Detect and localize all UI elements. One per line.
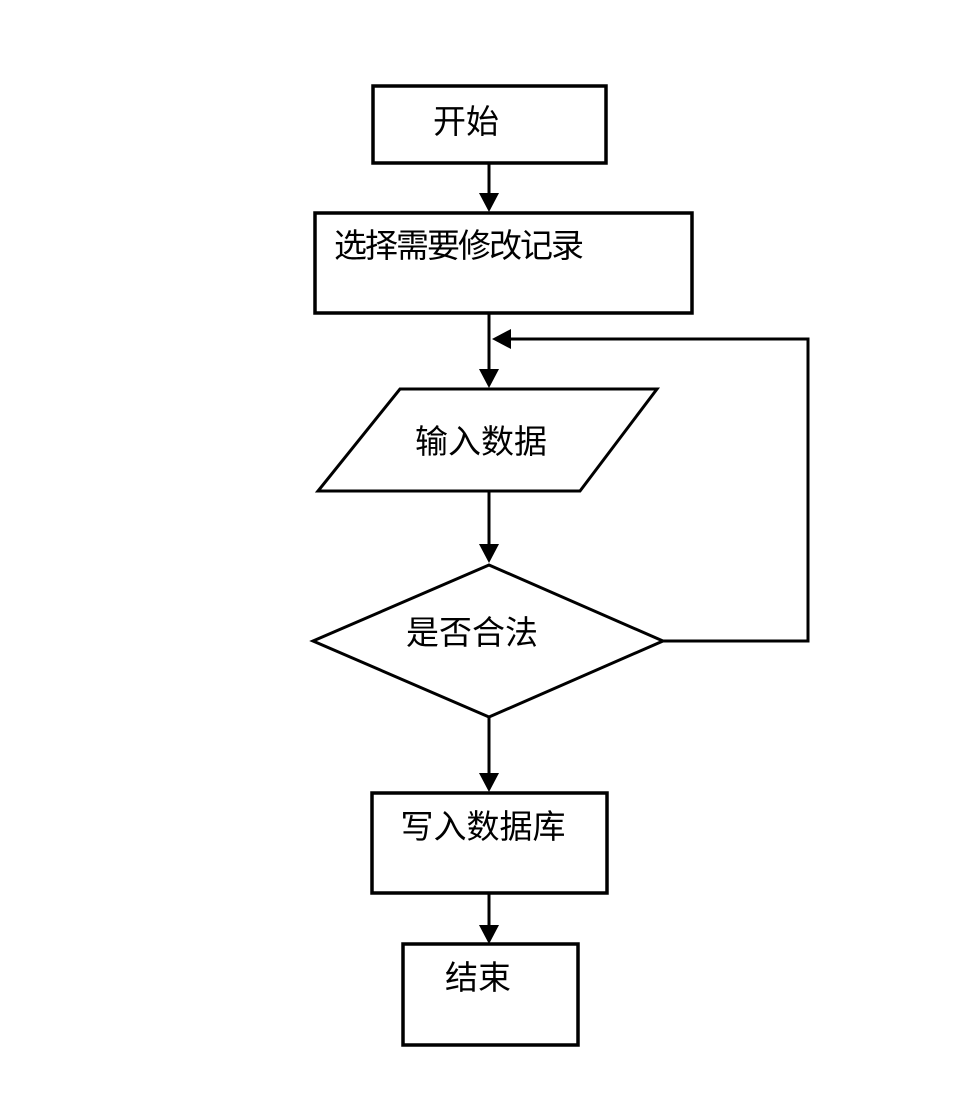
validate-node-label: 是否合法 — [406, 615, 538, 652]
write-db-node-shape — [370, 791, 609, 895]
input-data-node-label: 输入数据 — [415, 424, 547, 461]
edge-write-end-arrowhead-icon — [479, 925, 499, 944]
flowchart-nodes — [309, 84, 694, 1047]
start-node-shape — [371, 84, 608, 165]
edge-input-validate-arrowhead-icon — [479, 544, 499, 563]
end-node-shape — [401, 942, 580, 1047]
edge-validate-loop-arrowhead-icon — [492, 329, 511, 349]
edge-validate-write-arrowhead-icon — [479, 773, 499, 792]
validate-node-shape — [309, 563, 667, 719]
end-node-label: 结束 — [445, 960, 511, 997]
edge-start-select-arrowhead-icon — [479, 193, 499, 212]
edge-select-input-arrowhead-icon — [479, 369, 499, 388]
flowchart-edges — [479, 163, 810, 944]
select-record-node-shape — [313, 211, 694, 315]
select-record-node-label: 选择需要修改记录 — [334, 228, 584, 265]
input-data-node-shape — [314, 387, 661, 493]
edge-validate-loop — [510, 337, 810, 643]
start-node-label: 开始 — [433, 104, 499, 141]
write-db-node-label: 写入数据库 — [400, 809, 566, 846]
